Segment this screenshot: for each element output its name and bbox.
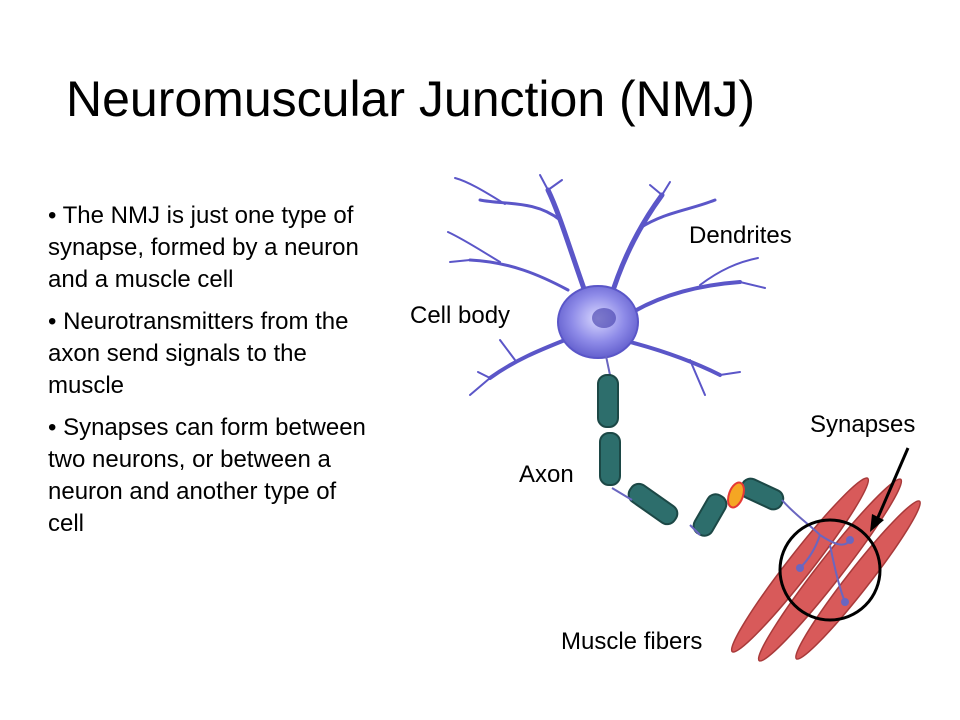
synapse-highlight-circle	[778, 518, 882, 622]
impulse-spark	[727, 481, 745, 509]
muscle-fiber	[757, 478, 903, 662]
slide-title: Neuromuscular Junction (NMJ)	[66, 71, 756, 127]
dendrites	[447, 174, 766, 396]
label-muscle-fibers: Muscle fibers	[561, 628, 702, 655]
nucleus	[592, 308, 616, 328]
axon-segment	[599, 432, 621, 486]
bullet-item-1: • The NMJ is just one type of synapse, f…	[48, 202, 359, 293]
bullet-item-2: • Neurotransmitters from the axon send s…	[48, 308, 349, 399]
label-axon: Axon	[519, 461, 574, 488]
bullet-item-3: • Synapses can form between two neurons,…	[48, 414, 366, 537]
label-synapses: Synapses	[810, 411, 915, 438]
bullet-list: • The NMJ is just one type of synapse, f…	[48, 200, 378, 550]
synapse-terminal	[841, 598, 849, 606]
axon	[597, 374, 785, 537]
axon-segment	[597, 374, 619, 428]
label-cell-body: Cell body	[410, 302, 510, 329]
axon-segment	[627, 482, 679, 526]
synapse-terminal	[846, 536, 854, 544]
synapse-terminal	[796, 564, 804, 572]
synapse-pointer-arrow	[870, 447, 910, 532]
axon-segment	[739, 477, 785, 511]
nerve-terminals	[781, 499, 854, 606]
label-dendrites: Dendrites	[689, 222, 792, 249]
